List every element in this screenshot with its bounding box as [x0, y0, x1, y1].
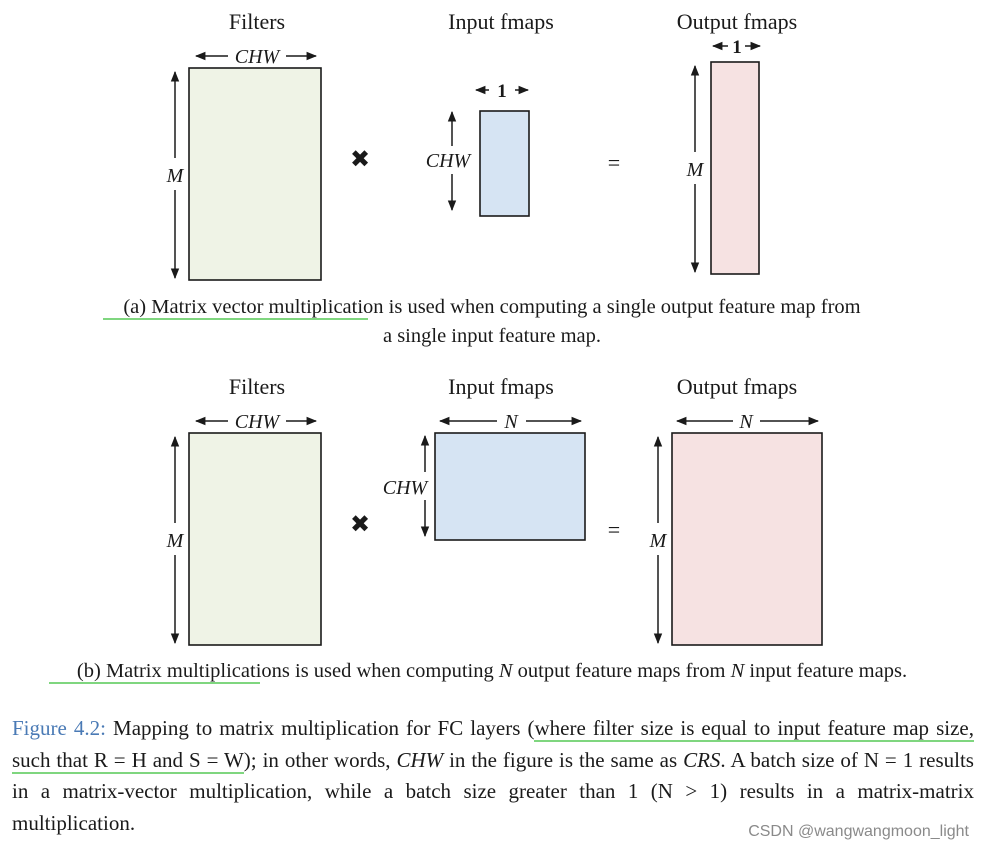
panel-b-output-title: Output fmaps: [677, 374, 797, 399]
panel-b-caption-n1: N: [498, 660, 514, 682]
panel-a-filters-height-label: M: [166, 165, 185, 187]
panel-a-input-width-label: 1: [497, 81, 507, 102]
panel-a-input-height-label: CHW: [426, 150, 473, 172]
panel-b-caption-rest2: output feature maps from: [513, 660, 731, 682]
figure-caption-crs: CRS: [683, 747, 721, 772]
figure-caption-label: Figure 4.2:: [12, 716, 106, 740]
panel-b-input-title: Input fmaps: [448, 374, 554, 399]
panel-a-filters-matrix: [188, 67, 322, 281]
panel-a-output-height-label: M: [686, 159, 705, 181]
panel-a-caption-rest: is used when computing a single output f…: [384, 296, 861, 318]
panel-b-output-height-label: M: [649, 530, 668, 552]
panel-a-output-width-label: 1: [732, 37, 742, 58]
panel-a-caption-highlight: Matrix vector multiplication: [151, 296, 383, 318]
panel-a-output-matrix: [710, 61, 760, 275]
figure-caption-text-1: Mapping to matrix multiplication for FC …: [105, 716, 535, 740]
panel-b-caption: (b) Matrix multiplications is used when …: [77, 660, 907, 682]
panel-a: Filters Input fmaps Output fmaps CHW M ✖…: [103, 9, 861, 347]
watermark: CSDN @wangwangmoon_light: [748, 823, 969, 840]
panel-b-filters-title: Filters: [229, 374, 285, 399]
panel-b-caption-rest3: input feature maps.: [744, 660, 907, 682]
panel-a-caption-prefix: (a): [123, 296, 151, 318]
panel-b-caption-rest1: is used when computing: [290, 660, 499, 682]
panel-a-input-matrix: [479, 110, 530, 217]
panel-b-caption-prefix: (b): [77, 660, 106, 682]
figure-caption-chw: CHW: [396, 747, 444, 772]
panel-b-input-matrix: [434, 432, 586, 541]
panel-b-equals-sign: =: [608, 517, 620, 542]
panel-a-times-icon: ✖: [350, 145, 370, 173]
panel-b-caption-n2: N: [730, 660, 746, 682]
panel-b-filters-matrix: [188, 432, 322, 646]
figure-caption-text-4: . A batch size of N = 1 results in a mat…: [12, 747, 974, 835]
panel-b-filters-height-label: M: [166, 530, 185, 552]
panel-b-input-width-label: N: [503, 411, 519, 433]
panel-a-input-title: Input fmaps: [448, 9, 554, 34]
panel-b-filters-width-label: CHW: [235, 411, 282, 433]
figure-caption-text-3: in the figure is the same as: [443, 747, 684, 772]
figure-caption: Figure 4.2: Mapping to matrix multiplica…: [12, 713, 974, 839]
figure-caption-text-2: ); in other words,: [243, 747, 397, 772]
panel-b-output-width-label: N: [738, 411, 754, 433]
panel-a-caption-line2: a single input feature map.: [383, 325, 601, 347]
panel-a-equals-sign: =: [608, 150, 620, 175]
panel-a-filters-width-label: CHW: [235, 46, 282, 68]
panel-a-filters-title: Filters: [229, 9, 285, 34]
figure-diagram: Filters Input fmaps Output fmaps CHW M ✖…: [49, 9, 907, 684]
panel-b-input-height-label: CHW: [383, 477, 430, 499]
panel-b-output-matrix: [671, 432, 823, 646]
panel-b-caption-highlight: Matrix multiplications: [106, 660, 290, 682]
figure-caption-highlight: where filter size is equal to input feat…: [12, 716, 974, 774]
panel-a-caption: (a) Matrix vector multiplication is used…: [123, 296, 860, 318]
panel-b: Filters Input fmaps Output fmaps CHW M ✖…: [49, 374, 907, 684]
panel-a-output-title: Output fmaps: [677, 9, 797, 34]
panel-b-times-icon: ✖: [350, 510, 370, 538]
